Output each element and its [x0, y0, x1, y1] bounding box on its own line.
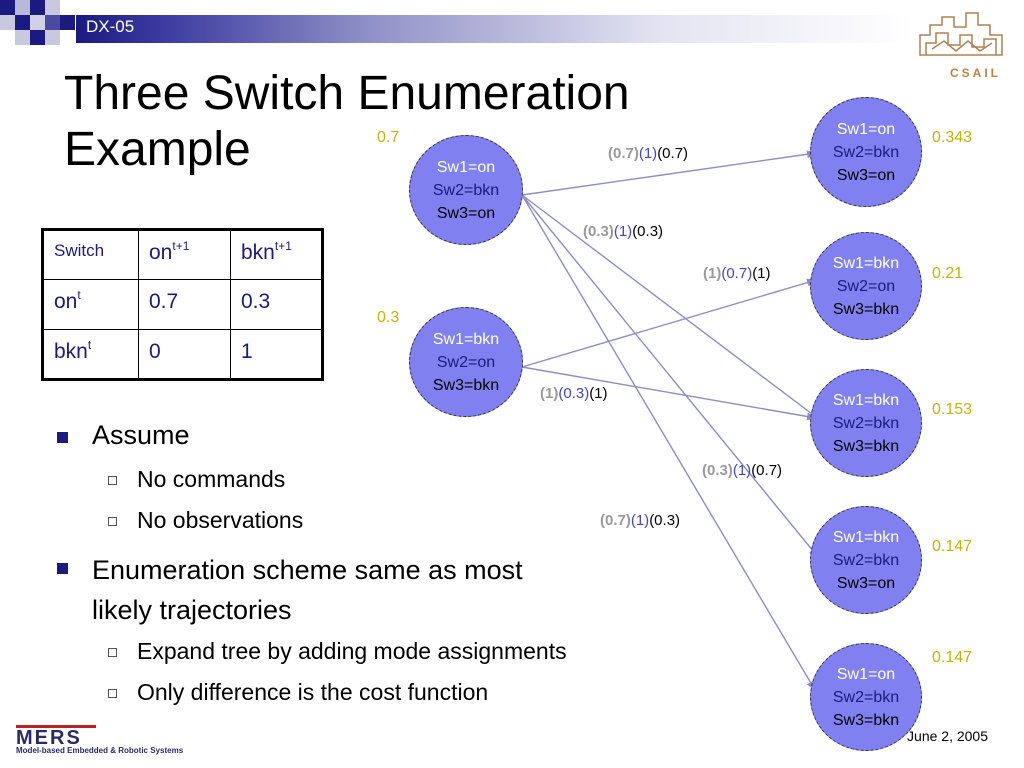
edge-label: (0.3)(1)(0.3) — [583, 223, 664, 240]
bullet-item: Enumeration scheme same as most likely t… — [92, 555, 523, 625]
sub-bullet-icon — [108, 476, 117, 485]
sub-bullet-icon — [108, 689, 117, 698]
edge — [521, 278, 817, 368]
tree-node: Sw1=on Sw2=bkn Sw3=on — [409, 135, 523, 245]
footer-date: June 2, 2005 — [907, 728, 988, 744]
tree-node: Sw1=bkn Sw2=bkn Sw3=on — [810, 506, 922, 614]
csail-logo-text: CSAIL — [950, 66, 1001, 80]
table-header-bkn: bknt+1 — [230, 229, 323, 280]
edge — [521, 366, 817, 421]
tree-node: Sw1=bkn Sw2=on Sw3=bkn — [810, 232, 922, 340]
node-probability: 0.21 — [932, 265, 964, 282]
node-probability: 0.343 — [932, 129, 973, 146]
edge-label: (0.7)(1)(0.7) — [608, 145, 689, 162]
node-probability: 0.147 — [932, 538, 973, 555]
table-header-on: ont+1 — [138, 229, 231, 280]
tree-node: Sw1=on Sw2=bkn Sw3=on — [810, 97, 922, 207]
tree-node: Sw1=on Sw2=bkn Sw3=bkn — [810, 643, 922, 751]
node-probability: 0.7 — [377, 129, 400, 146]
header-label: DX-05 — [86, 17, 135, 36]
edge-label: (0.7)(1)(0.3) — [600, 512, 681, 529]
tree-node: Sw1=bkn Sw2=on Sw3=bkn — [409, 307, 523, 417]
sub-bullet-item: Only difference is the cost function — [137, 679, 489, 705]
edge — [521, 194, 816, 691]
node-probability: 0.153 — [932, 401, 973, 418]
mers-logo-caption: Model-based Embedded & Robotic Systems — [16, 746, 184, 755]
table-cell: 1 — [230, 329, 323, 380]
mers-logo: MERS Model-based Embedded & Robotic Syst… — [16, 722, 183, 758]
tree-node: Sw1=bkn Sw2=bkn Sw3=bkn — [810, 369, 922, 477]
sub-bullet-icon — [108, 648, 117, 657]
bullet-item: Assume — [92, 420, 190, 450]
transition-table: Switch ont+1 bknt+1 ont 0.7 0.3 bknt 0 1 — [41, 228, 324, 381]
sub-bullet-icon — [108, 517, 117, 526]
csail-logo: CSAIL — [912, 5, 1014, 85]
table-cell: 0 — [138, 329, 231, 380]
table-row: ont 0.7 0.3 — [42, 279, 323, 330]
node-probability: 0.3 — [377, 309, 400, 326]
edge — [521, 194, 821, 421]
sub-bullet-item: Expand tree by adding mode assignments — [137, 638, 567, 664]
edge — [521, 150, 817, 196]
edge-label: (0.3)(1)(0.7) — [702, 462, 783, 479]
edge — [521, 194, 819, 558]
bullet-square-icon — [57, 563, 68, 574]
node-probability: 0.147 — [932, 649, 973, 666]
mers-logo-text: MERS — [16, 727, 82, 746]
table-header-switch: Switch — [42, 229, 139, 280]
edge-label: (1)(0.3)(1) — [540, 385, 608, 402]
page-title: Three Switch Enumeration Example — [64, 67, 630, 176]
table-row-label: ont — [42, 279, 139, 330]
sub-bullet-item: No commands — [137, 466, 286, 492]
table-row: bknt 0 1 — [42, 329, 323, 380]
bullet-square-icon — [57, 432, 68, 443]
sub-bullet-item: No observations — [137, 507, 304, 533]
edge-label: (1)(0.7)(1) — [703, 265, 771, 282]
header-bar — [76, 15, 914, 43]
table-header-row: Switch ont+1 bknt+1 — [42, 229, 323, 280]
